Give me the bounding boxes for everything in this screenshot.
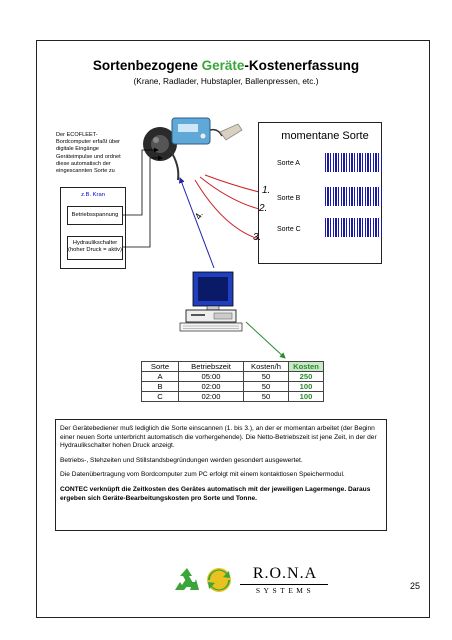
- sorte-c-label: Sorte C: [277, 226, 301, 233]
- col-header-kosten-h: Kosten/h: [243, 361, 289, 372]
- table-cell: 50: [243, 391, 289, 402]
- recycle-icon: [175, 568, 199, 590]
- title-accent: Geräte: [201, 58, 245, 73]
- page-title: Sortenbezogene Geräte-Kostenerfassung: [0, 58, 452, 73]
- barcode-a-icon[interactable]: [325, 153, 382, 172]
- input-betriebsspannung-label: Betriebsspannung: [71, 212, 119, 218]
- step-3-label: 3.: [253, 232, 262, 243]
- description-paragraph-2: Betriebs-, Stehzeiten und Stillstandsbeg…: [60, 456, 303, 464]
- sorte-a-label: Sorte A: [277, 160, 300, 167]
- col-header-kosten: Kosten: [288, 361, 324, 372]
- table-row: A 05:00 50 250: [141, 371, 324, 382]
- table-cell: 05:00: [178, 371, 244, 382]
- table-cell: 100: [288, 391, 324, 402]
- barcode-c-icon[interactable]: [325, 218, 382, 237]
- table-cell: 50: [243, 381, 289, 392]
- logo-name: R.O.N.A: [252, 565, 318, 582]
- table-cell: A: [141, 371, 179, 382]
- sorte-panel-title: momentane Sorte: [281, 130, 369, 142]
- table-cell: C: [141, 391, 179, 402]
- table-cell: 100: [288, 381, 324, 392]
- eco-swirl-icon: [207, 568, 231, 592]
- barcode-b-icon[interactable]: [325, 187, 382, 206]
- title-part-2: -Kostenerfassung: [244, 58, 360, 73]
- logo-subtitle: SYSTEMS: [255, 586, 315, 595]
- col-header-betriebszeit: Betriebszeit: [178, 361, 244, 372]
- logo-divider: [240, 584, 328, 585]
- table-row: B 02:00 50 100: [141, 381, 324, 392]
- description-paragraph-3: Die Datenübertragung vom Bordcomputer zu…: [60, 471, 345, 479]
- table-cell: 50: [243, 371, 289, 382]
- step-1-label: 1.: [262, 185, 271, 196]
- table-row: C 02:00 50 100: [141, 391, 324, 402]
- description-paragraph-1: Der Gerätebediener muß lediglich die Sor…: [60, 425, 377, 450]
- col-header-sorte: Sorte: [141, 361, 179, 372]
- input-betriebsspannung: Betriebsspannung: [67, 206, 123, 225]
- table-cell: B: [141, 381, 179, 392]
- page-number: 25: [410, 581, 421, 591]
- table-header-row: Sorte Betriebszeit Kosten/h Kosten: [141, 361, 324, 372]
- description-box: Der Gerätebediener muß lediglich die Sor…: [55, 419, 387, 531]
- sorte-b-label: Sorte B: [277, 195, 301, 202]
- page-frame: [36, 40, 430, 618]
- table-cell: 02:00: [178, 381, 244, 392]
- page-subtitle: (Krane, Radlader, Hubstapler, Ballenpres…: [133, 76, 319, 86]
- intro-text: Der ECOFLEET-Bordcomputer erfaßt über di…: [56, 132, 121, 175]
- input-hydraulikschalter-label: Hydraulikschalter (hoher Druck = aktiv): [68, 240, 122, 253]
- cost-table: Sorte Betriebszeit Kosten/h Kosten A 05:…: [141, 361, 324, 402]
- description-paragraph-4: CONTEC verknüpft die Zeitkosten des Gerä…: [60, 485, 371, 502]
- step-2-label: 2.: [259, 203, 268, 214]
- title-part-1: Sortenbezogene: [92, 58, 202, 73]
- input-hydraulikschalter: Hydraulikschalter (hoher Druck = aktiv): [67, 236, 123, 260]
- crane-label: z.B. Kran: [81, 192, 105, 198]
- table-cell: 250: [288, 371, 324, 382]
- table-cell: 02:00: [178, 391, 244, 402]
